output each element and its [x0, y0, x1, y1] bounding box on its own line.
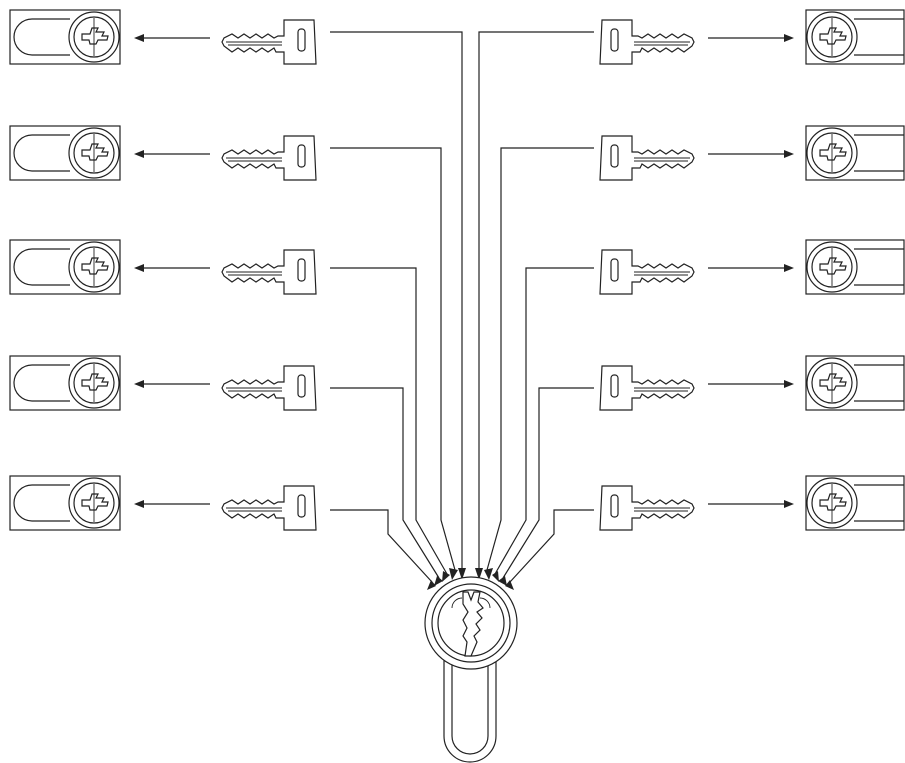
lock-cylinder-icon [9, 9, 121, 65]
key-icon [599, 485, 695, 531]
key-icon [599, 19, 695, 65]
key-icon [221, 485, 317, 531]
right-arrows [708, 34, 794, 508]
lock-cylinder-icon [805, 125, 905, 181]
key-icon [221, 365, 317, 411]
key-icon [599, 249, 695, 295]
key-icon [221, 249, 317, 295]
master-arrowheads [427, 568, 514, 590]
left-arrows [134, 34, 210, 508]
lock-cylinder-icon [805, 475, 905, 531]
master-cylinder-icon [424, 576, 518, 763]
left-column [9, 9, 463, 583]
left-connectors [330, 31, 463, 583]
right-connectors [478, 31, 594, 583]
lock-cylinder-icon [9, 239, 121, 295]
lock-cylinder-icon [9, 475, 121, 531]
key-icon [599, 135, 695, 181]
lock-cylinder-icon [805, 9, 905, 65]
lock-cylinder-icon [9, 125, 121, 181]
key-icon [221, 135, 317, 181]
lock-cylinder-icon [805, 355, 905, 411]
key-icon [221, 19, 317, 65]
lock-cylinder-icon [9, 355, 121, 411]
lock-cylinder-icon [805, 239, 905, 295]
key-icon [599, 365, 695, 411]
right-column [478, 9, 905, 583]
